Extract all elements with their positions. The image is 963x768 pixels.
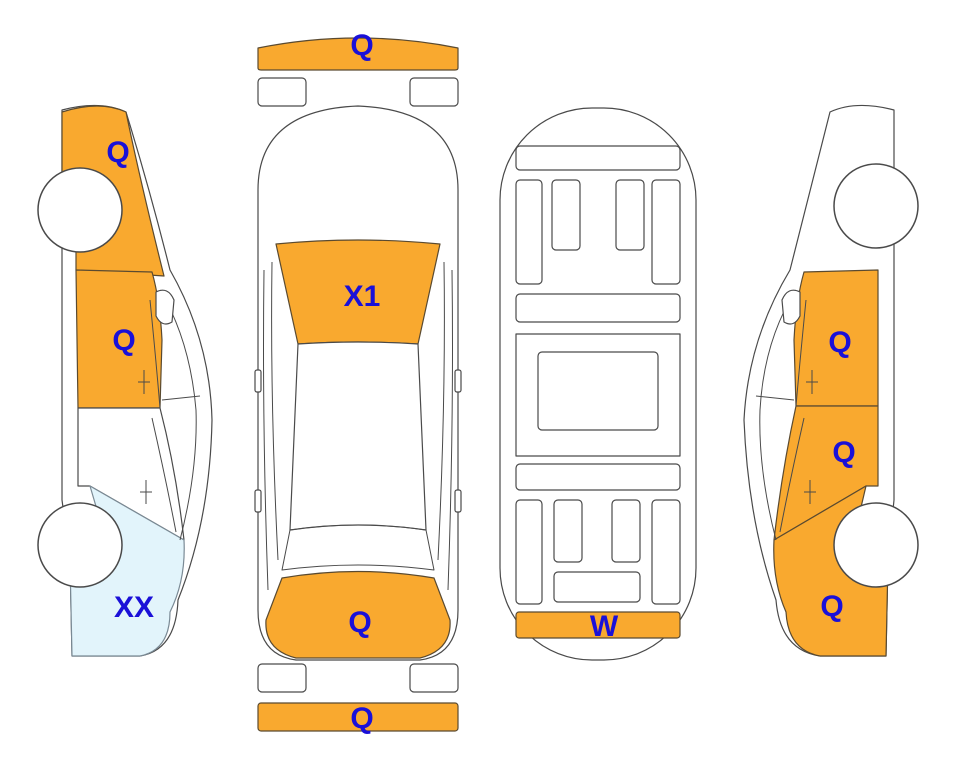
underbody-rear-code: W bbox=[590, 610, 619, 643]
left-mirror-side bbox=[155, 289, 175, 325]
underbody-crossmember-front bbox=[515, 293, 681, 323]
underbody-front-plate bbox=[515, 145, 681, 171]
left-side-window-lines bbox=[149, 289, 201, 541]
left-rear-wheel bbox=[37, 502, 123, 588]
right-side-window-lines bbox=[755, 289, 807, 541]
underbody-rear-panel[interactable] bbox=[515, 611, 681, 639]
underbody-front-rail-left bbox=[515, 179, 543, 285]
top-view: Q X1 Q Q bbox=[254, 29, 462, 735]
underbody-crossmember-rear bbox=[515, 463, 681, 491]
left-front-door-code: Q bbox=[112, 324, 135, 357]
underbody-rear-rail-right bbox=[651, 499, 681, 605]
underbody-center-plate bbox=[537, 351, 659, 431]
right-headlight bbox=[409, 77, 459, 107]
front-bumper-code: Q bbox=[350, 29, 373, 62]
left-rear-door-handle bbox=[140, 480, 152, 504]
right-rear-door-code: Q bbox=[828, 326, 851, 359]
rear-window bbox=[281, 524, 435, 571]
right-front-wheel bbox=[833, 502, 919, 588]
roof-panel[interactable] bbox=[289, 341, 427, 531]
underbody-view: W bbox=[499, 107, 697, 661]
left-headlight bbox=[257, 77, 307, 107]
left-front-wheel bbox=[37, 167, 123, 253]
trunk-lid-code: Q bbox=[348, 606, 371, 639]
hood-code: X1 bbox=[344, 280, 381, 313]
left-rear-mirror bbox=[254, 489, 262, 513]
underbody-rear-block-left bbox=[553, 499, 583, 563]
right-mirror bbox=[454, 369, 462, 393]
underbody-front-rail-right bbox=[651, 179, 681, 285]
underbody-rear-block-right bbox=[611, 499, 641, 563]
left-rear-quarter-code: XX bbox=[114, 591, 154, 624]
left-front-fender-code: Q bbox=[106, 136, 129, 169]
left-taillight bbox=[257, 663, 307, 693]
right-rear-door-handle bbox=[806, 370, 818, 394]
top-view-cabin-lines bbox=[263, 261, 453, 591]
right-mirror-side bbox=[781, 289, 801, 325]
right-side-view: Q Q Q bbox=[743, 104, 919, 657]
right-taillight bbox=[409, 663, 459, 693]
left-front-door-handle bbox=[138, 370, 150, 394]
underbody-rear-bar bbox=[553, 571, 641, 603]
right-front-fender-code: Q bbox=[820, 590, 843, 623]
left-mirror bbox=[254, 369, 262, 393]
right-rear-mirror bbox=[454, 489, 462, 513]
right-rear-wheel bbox=[833, 163, 919, 249]
right-front-door-code: Q bbox=[832, 436, 855, 469]
rear-bumper-code: Q bbox=[350, 702, 373, 735]
underbody-front-block-right bbox=[615, 179, 645, 251]
right-front-door-handle bbox=[804, 480, 816, 504]
underbody-rear-rail-left bbox=[515, 499, 543, 605]
underbody-front-block-left bbox=[551, 179, 581, 251]
trunk-lid-panel[interactable] bbox=[265, 570, 451, 659]
left-side-view: Q Q XX bbox=[37, 104, 213, 657]
rear-bumper-panel[interactable] bbox=[257, 702, 459, 732]
front-bumper-panel[interactable] bbox=[257, 37, 459, 71]
